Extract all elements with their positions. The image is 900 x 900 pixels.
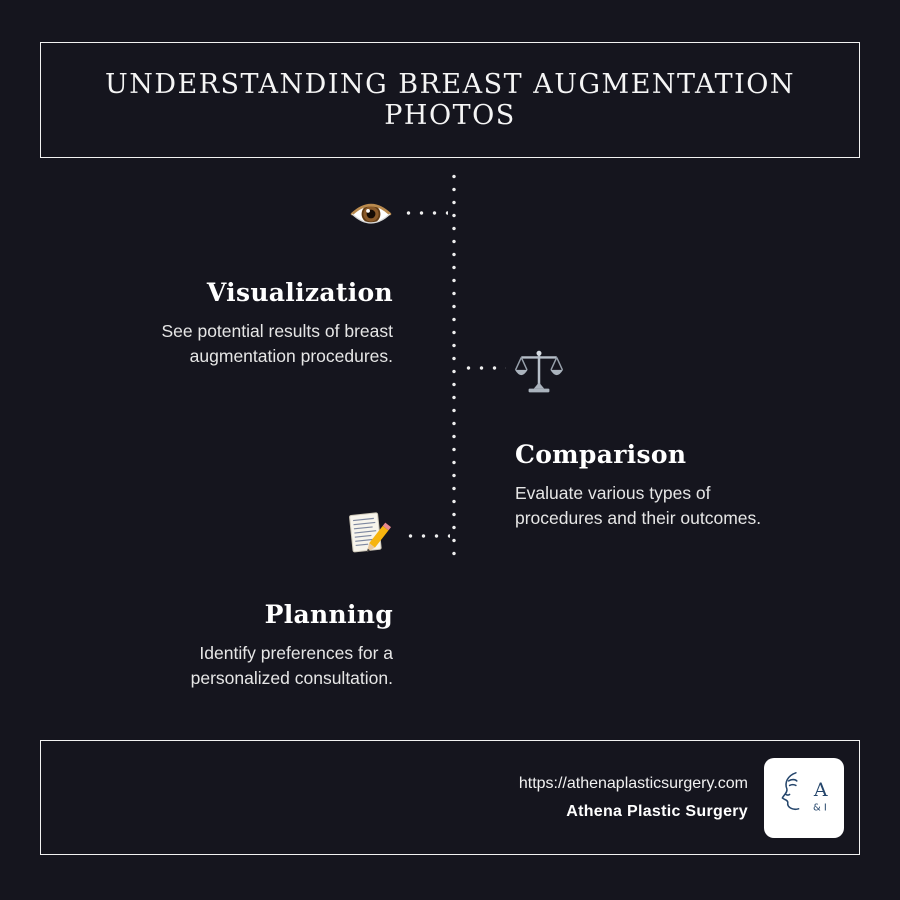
company-name: Athena Plastic Surgery: [566, 802, 748, 820]
item-title: Planning: [264, 600, 393, 629]
desc-line: Identify preferences for a: [199, 643, 393, 663]
balance-scale-icon: [514, 348, 564, 401]
desc-line: See potential results of breast: [161, 321, 393, 341]
item-description: Evaluate various types of procedures and…: [515, 481, 855, 531]
item-description: Identify preferences for a personalized …: [63, 641, 393, 691]
footer-box: https://athenaplasticsurgery.com Athena …: [40, 740, 860, 855]
memo-pencil-icon: [344, 510, 392, 563]
timeline-item-planning: Planning Identify preferences for a pers…: [63, 600, 393, 691]
logo-letter: A: [813, 779, 828, 801]
connector-dots-visualization: [402, 211, 448, 215]
connector-dots-comparison: [462, 366, 506, 370]
desc-line: personalized consultation.: [190, 668, 393, 688]
website-url[interactable]: https://athenaplasticsurgery.com: [518, 774, 748, 792]
desc-line: augmentation procedures.: [189, 346, 393, 366]
company-logo: A & I: [764, 757, 844, 838]
item-title: Visualization: [206, 278, 393, 307]
desc-line: Evaluate various types of: [515, 483, 711, 503]
desc-line: procedures and their outcomes.: [515, 508, 762, 528]
eye-icon: [350, 198, 392, 235]
footer-text: https://athenaplasticsurgery.com Athena …: [519, 775, 748, 821]
timeline-item-visualization: Visualization See potential results of b…: [63, 278, 393, 369]
logo-face-art: A & I: [781, 771, 828, 813]
item-title: Comparison: [515, 440, 687, 469]
timeline-item-comparison: Comparison Evaluate various types of pro…: [515, 440, 855, 531]
item-description: See potential results of breast augmenta…: [63, 319, 393, 369]
logo-sub-letters: & I: [813, 802, 827, 813]
timeline-spine: [452, 170, 456, 562]
page-title: UNDERSTANDING BREAST AUGMENTATION PHOTOS: [104, 69, 796, 131]
connector-dots-planning: [404, 534, 450, 538]
header-box: UNDERSTANDING BREAST AUGMENTATION PHOTOS: [40, 42, 860, 158]
